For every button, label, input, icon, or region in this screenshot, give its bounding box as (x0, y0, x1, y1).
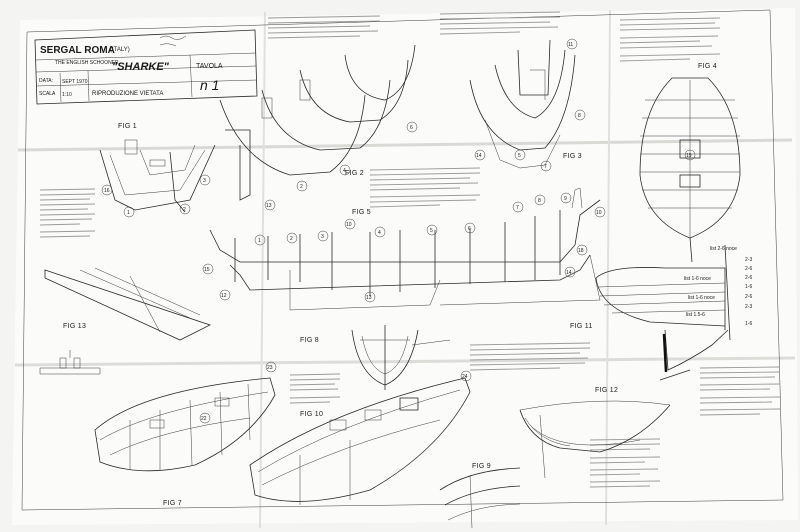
fig1-bow-assembly (99, 139, 216, 213)
fig3-stern-assembly (469, 39, 576, 169)
part-11-label: 11 (568, 42, 573, 48)
scala-label: SCALA (39, 91, 56, 97)
part-19-label: 19 (686, 153, 692, 159)
text-block-far-right (619, 17, 721, 62)
part-number-callouts: 16 1 2 3 2 4 6 13 14 5 7 8 11 19 15 12 1… (101, 38, 696, 424)
part-5-label: 5 (518, 153, 521, 159)
part-5-fig5-label: 5 (430, 228, 433, 234)
part-9-label: 9 (564, 196, 567, 202)
paper-sheet (12, 8, 798, 525)
listel-7: 2-6 (745, 294, 752, 300)
fig13-keel-board (39, 267, 212, 375)
part-7-fig5-label: 7 (516, 205, 519, 211)
listel-9: 2-3 (745, 304, 752, 310)
text-block-fig8 (289, 373, 341, 404)
part-8-label: 8 (578, 113, 581, 119)
part-1-fig5-label: 1 (258, 238, 261, 244)
text-block-fig11 (469, 342, 591, 371)
part-4-label: 4 (343, 168, 346, 174)
listel-8: list 1-6 noce (688, 295, 715, 301)
fig5-keel-assembly (209, 187, 601, 311)
fig2-frames-assembly (219, 44, 416, 201)
part-2-fig5-label: 2 (290, 236, 293, 242)
part-13-fig5-label: 13 (366, 295, 372, 301)
part-18-label: 18 (578, 248, 584, 254)
fold-crease-horizontal-1 (17, 138, 793, 152)
instruction-text-blocks (39, 11, 781, 488)
listel-1: list 2-6 noce (710, 246, 737, 252)
data-value: SEPT 1970 (62, 79, 88, 85)
text-block-left (39, 188, 96, 238)
fig1-label: FIG 1 (118, 123, 137, 130)
listel-10: list 1.5-6 (686, 312, 705, 318)
part-13-fig2-label: 13 (266, 203, 272, 209)
part-15-label: 15 (204, 267, 210, 273)
country: (ITALY) (110, 47, 130, 53)
fig10-label: FIG 10 (300, 411, 323, 418)
fig2-label: FIG 2 (345, 170, 364, 177)
text-block-top-right (439, 11, 561, 35)
listel-4: 2-6 (745, 275, 752, 281)
fig11-label: FIG 11 (570, 323, 593, 330)
fig13-label: FIG 13 (63, 323, 86, 330)
part-12-label: 12 (221, 293, 227, 299)
listel-2: 2-3 (745, 257, 752, 263)
fold-crease-vertical-2 (605, 9, 611, 526)
part-14-fig3-label: 14 (476, 153, 482, 159)
fig9-label: FIG 9 (472, 463, 491, 470)
part-6-fig5-label: 6 (468, 226, 471, 232)
text-block-top-center (267, 15, 381, 39)
part-2-fig1-label: 2 (183, 207, 186, 213)
subtitle: THE ENGLISH SCHOONER (55, 60, 119, 66)
part-10-fig5-label: 10 (346, 222, 352, 228)
fig10-hull-deck (249, 377, 471, 505)
tavola-value: n 1 (200, 77, 219, 93)
listel-5: 1-6 (745, 284, 752, 290)
fig11-side-profile (595, 244, 731, 373)
part-4-fig5-label: 4 (378, 230, 381, 236)
listel-6: list 1-6 noce (684, 276, 711, 282)
company-name: SERGAL ROMA (40, 45, 115, 56)
text-block-bottom-right (699, 366, 781, 416)
part-7-label: 7 (544, 164, 547, 170)
title-block: SERGAL ROMA (ITALY) THE ENGLISH SCHOONER… (34, 29, 258, 105)
notice: RIPRODUZIONE VIETATA (92, 91, 163, 97)
ship-name: "SHARKE" (112, 61, 170, 73)
fig5-label: FIG 5 (352, 209, 371, 216)
text-block-center (369, 167, 481, 208)
part-10-fig5b-label: 10 (596, 210, 602, 216)
part-2-fig2-label: 2 (300, 184, 303, 190)
fig4-label: FIG 4 (698, 63, 717, 70)
fig9-detail (439, 467, 521, 529)
fig4-deck-plan (639, 77, 741, 263)
fig12-label: FIG 12 (595, 387, 618, 394)
part-6-label: 6 (410, 125, 413, 131)
fig8-label: FIG 8 (300, 337, 319, 344)
listel-11: 1-6 (745, 321, 752, 327)
part-3-fig1-label: 3 (203, 178, 206, 184)
tavola-label: TAVOLA (196, 63, 223, 70)
fig12-stern-view (519, 369, 691, 479)
part-3-fig5-label: 3 (321, 234, 324, 240)
listel-legend: list 2-6 noce 2-3 2-6 2-6 1-6 list 1-6 n… (684, 246, 752, 327)
fig7-hull (94, 377, 276, 472)
part-1-fig1-label: 1 (127, 210, 130, 216)
part-23-label: 23 (267, 365, 273, 371)
fig8-frame-detail (351, 325, 451, 390)
part-8-fig5-label: 8 (538, 198, 541, 204)
part-14-fig5-label: 14 (566, 270, 572, 276)
part-24-label: 24 (462, 374, 468, 380)
listel-3: 2-6 (745, 266, 752, 272)
part-22-label: 22 (201, 416, 207, 422)
data-label: DATA: (39, 78, 53, 84)
part-16-label: 16 (104, 188, 110, 194)
scala-value: 1:10 (62, 92, 72, 98)
fig3-label: FIG 3 (563, 153, 582, 160)
fig7-label: FIG 7 (163, 500, 182, 507)
